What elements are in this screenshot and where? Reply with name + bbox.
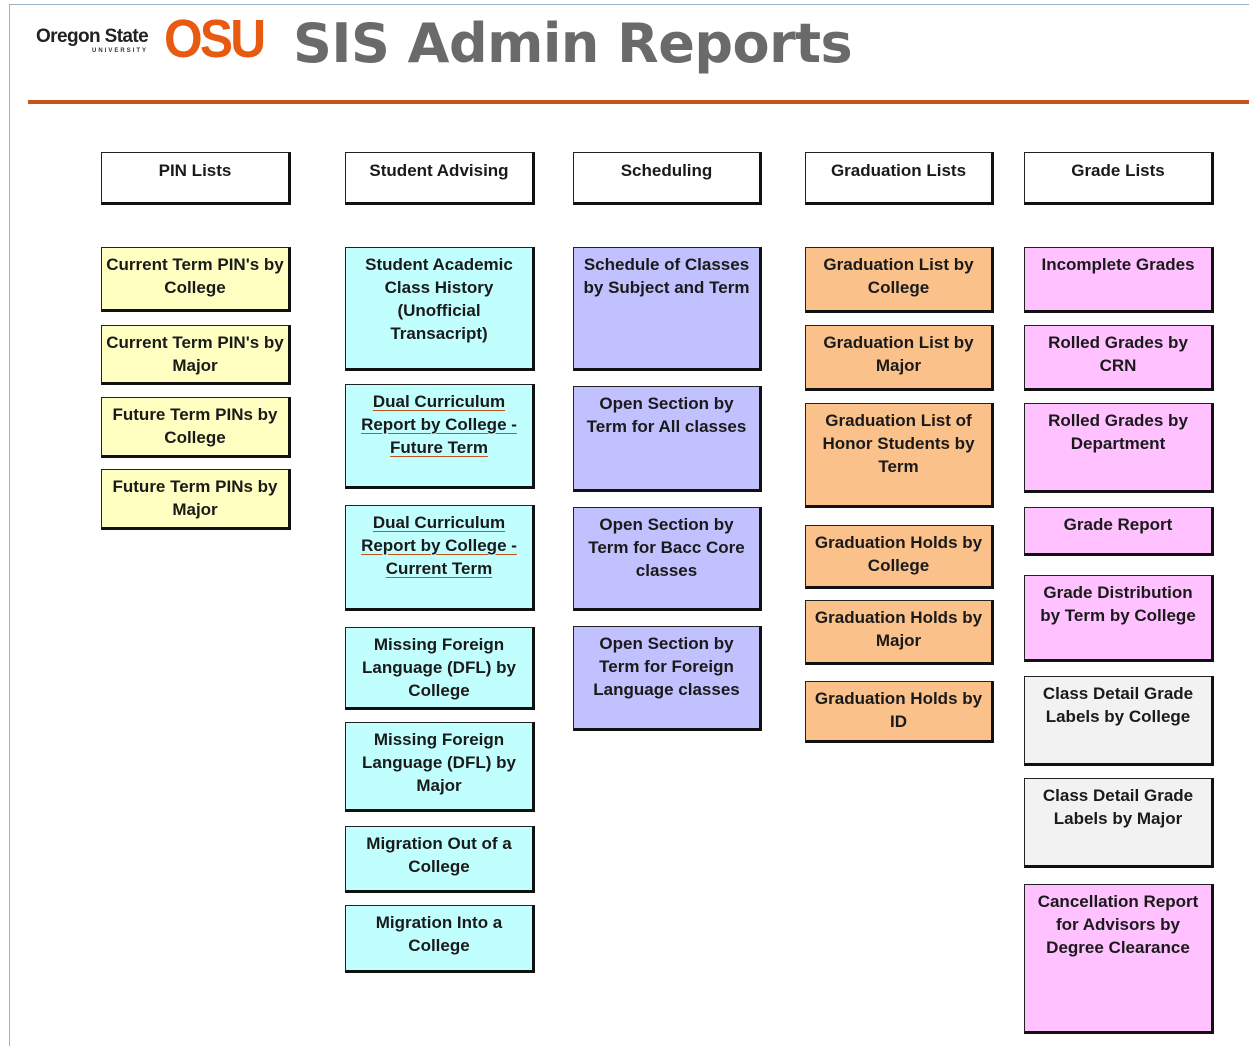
report-graduation-list-by-major[interactable]: Graduation List by Major xyxy=(805,325,994,391)
report-grade-distribution[interactable]: Grade Distribution by Term by College xyxy=(1024,575,1214,662)
report-migration-out-of-college[interactable]: Migration Out of a College xyxy=(345,826,535,893)
logo-university: UNIVERSITY xyxy=(92,48,149,54)
report-class-detail-grade-labels-by-college[interactable]: Class Detail Grade Labels by College xyxy=(1024,676,1214,766)
report-missing-foreign-language-by-major[interactable]: Missing Foreign Language (DFL) by Major xyxy=(345,722,535,812)
report-open-section-bacc-core[interactable]: Open Section by Term for Bacc Core class… xyxy=(573,507,762,611)
report-graduation-list-honor-students[interactable]: Graduation List of Honor Students by Ter… xyxy=(805,403,994,508)
column-header-grade-lists: Grade Lists xyxy=(1024,152,1214,205)
report-future-term-pins-by-major[interactable]: Future Term PINs by Major xyxy=(101,469,291,530)
report-graduation-holds-by-id[interactable]: Graduation Holds by ID xyxy=(805,681,994,743)
report-dual-curriculum-current-term[interactable]: Dual Curriculum Report by College - Curr… xyxy=(345,505,535,611)
column-header-student-advising: Student Advising xyxy=(345,152,535,205)
page-frame xyxy=(9,4,1249,1046)
page-title: SIS Admin Reports xyxy=(293,12,853,75)
report-future-term-pins-by-college[interactable]: Future Term PINs by College xyxy=(101,397,291,458)
report-graduation-holds-by-college[interactable]: Graduation Holds by College xyxy=(805,525,994,589)
report-cancellation-report[interactable]: Cancellation Report for Advisors by Degr… xyxy=(1024,884,1214,1034)
report-current-term-pins-by-college[interactable]: Current Term PIN's by College xyxy=(101,247,291,312)
logo-osu-mark: OSU xyxy=(164,9,266,69)
report-current-term-pins-by-major[interactable]: Current Term PIN's by Major xyxy=(101,325,291,385)
column-header-graduation-lists: Graduation Lists xyxy=(805,152,994,205)
report-student-academic-class-history[interactable]: Student Academic Class History (Unoffici… xyxy=(345,247,535,371)
report-open-section-foreign-language[interactable]: Open Section by Term for Foreign Languag… xyxy=(573,626,762,731)
header-divider xyxy=(28,100,1249,104)
report-graduation-holds-by-major[interactable]: Graduation Holds by Major xyxy=(805,600,994,665)
column-header-scheduling: Scheduling xyxy=(573,152,762,205)
report-rolled-grades-by-department[interactable]: Rolled Grades by Department xyxy=(1024,403,1214,493)
column-header-pin-lists: PIN Lists xyxy=(101,152,291,205)
report-grade-report[interactable]: Grade Report xyxy=(1024,507,1214,556)
report-missing-foreign-language-by-college[interactable]: Missing Foreign Language (DFL) by Colleg… xyxy=(345,627,535,710)
report-migration-into-college[interactable]: Migration Into a College xyxy=(345,905,535,973)
report-class-detail-grade-labels-by-major[interactable]: Class Detail Grade Labels by Major xyxy=(1024,778,1214,868)
report-rolled-grades-by-crn[interactable]: Rolled Grades by CRN xyxy=(1024,325,1214,391)
report-open-section-all-classes[interactable]: Open Section by Term for All classes xyxy=(573,386,762,492)
logo-wordmark: Oregon State xyxy=(36,26,149,47)
report-incomplete-grades[interactable]: Incomplete Grades xyxy=(1024,247,1214,313)
report-schedule-of-classes[interactable]: Schedule of Classes by Subject and Term xyxy=(573,247,762,371)
report-graduation-list-by-college[interactable]: Graduation List by College xyxy=(805,247,994,313)
report-dual-curriculum-future-term[interactable]: Dual Curriculum Report by College - Futu… xyxy=(345,384,535,489)
